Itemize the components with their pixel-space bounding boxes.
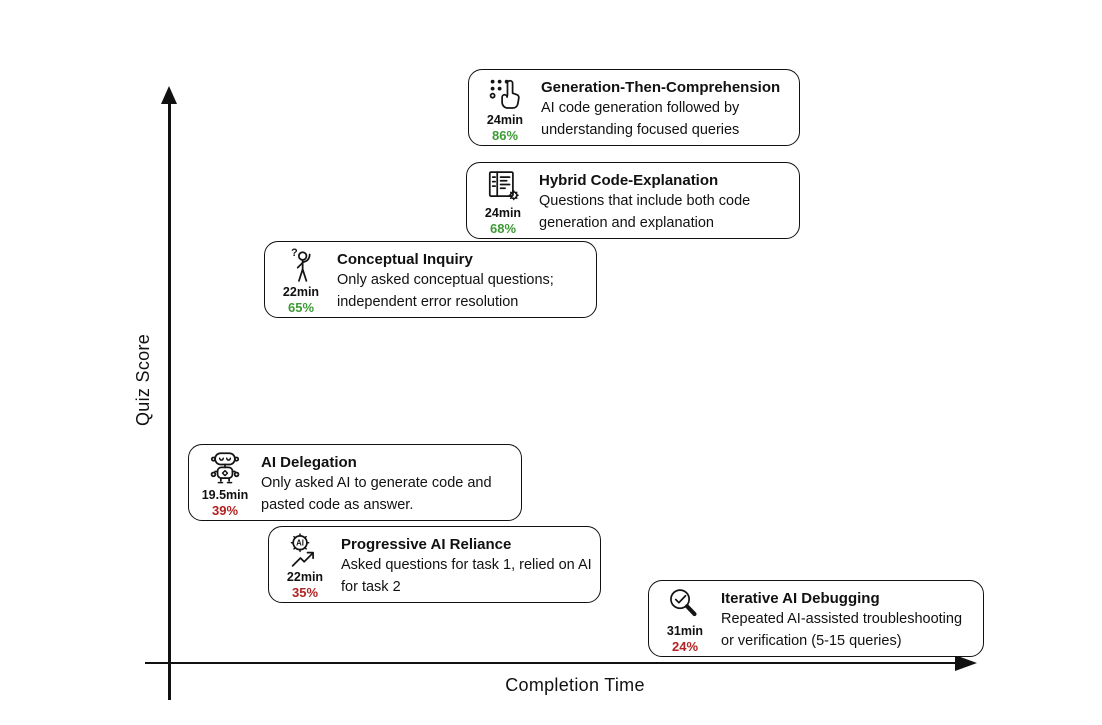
card-score: 24% [671,639,699,655]
card-stats-column: 24min 86% [476,75,534,143]
card-description: Only asked conceptual questions; indepen… [337,272,554,310]
dialpad-hand-icon [485,75,525,113]
card-text-column: Progressive AI Reliance Asked questions … [341,532,592,600]
card-ai-delegation: 19.5min 39% AI Delegation Only asked AI … [188,444,522,521]
y-axis-line [168,92,171,700]
card-time: 22min [282,285,320,299]
x-axis-label: Completion Time [505,675,645,695]
card-generation-then-comprehension: 24min 86% Generation-Then-Comprehension … [468,69,800,146]
card-text-column: Generation-Then-Comprehension AI code ge… [541,75,791,143]
svg-text:?: ? [291,247,298,259]
card-time: 24min [486,113,524,127]
card-hybrid-code-explanation: 24min 68% Hybrid Code-Explanation Questi… [466,162,800,239]
card-score: 35% [291,585,319,601]
card-description: AI code generation followed by understan… [541,100,740,138]
svg-text:AI: AI [296,539,304,548]
card-score: 86% [491,128,519,144]
x-axis-line [145,661,957,664]
card-score: 65% [287,300,315,316]
card-title: Iterative AI Debugging [721,590,880,607]
card-stats-column: 19.5min 39% [196,450,254,518]
card-time: 24min [484,206,522,220]
y-axis-label: Quiz Score [133,333,153,427]
card-time: 19.5min [201,488,249,502]
card-stats-column: ? 22min 65% [272,247,330,315]
card-text-column: AI Delegation Only asked AI to generate … [261,450,513,518]
card-description: Questions that include both code generat… [539,193,751,231]
card-description: Repeated AI-assisted troubleshooting or … [721,611,963,649]
card-text-column: Hybrid Code-Explanation Questions that i… [539,168,791,236]
card-description: Asked questions for task 1, relied on AI… [341,557,592,595]
magnifier-check-icon [665,586,705,624]
card-title: AI Delegation [261,454,357,471]
robot-icon [205,450,245,488]
thinking-person-icon: ? [281,247,321,285]
card-description: Only asked AI to generate code and paste… [261,475,492,513]
card-title: Generation-Then-Comprehension [541,79,781,96]
x-axis-arrowhead-icon [955,655,977,671]
card-stats-column: AI 22min 35% [276,532,334,600]
card-stats-column: 24min 68% [474,168,532,236]
card-stats-column: 31min 24% [656,586,714,654]
card-conceptual-inquiry: ? 22min 65% Conceptual Inquiry Only aske… [264,241,597,318]
card-title: Hybrid Code-Explanation [539,172,719,189]
card-time: 22min [286,570,324,584]
card-progressive-ai-reliance: AI 22min 35% Progressive AI Reliance Ask… [268,526,601,603]
card-score: 39% [211,503,239,519]
card-text-column: Conceptual Inquiry Only asked conceptual… [337,247,588,315]
ai-gear-trend-icon: AI [285,532,325,570]
card-title: Conceptual Inquiry [337,251,473,268]
code-document-gear-icon [483,168,523,206]
card-text-column: Iterative AI Debugging Repeated AI-assis… [721,586,975,654]
card-iterative-ai-debugging: 31min 24% Iterative AI Debugging Repeate… [648,580,984,657]
y-axis-arrowhead-icon [161,86,177,104]
card-score: 68% [489,221,517,237]
card-title: Progressive AI Reliance [341,536,512,553]
card-time: 31min [666,624,704,638]
